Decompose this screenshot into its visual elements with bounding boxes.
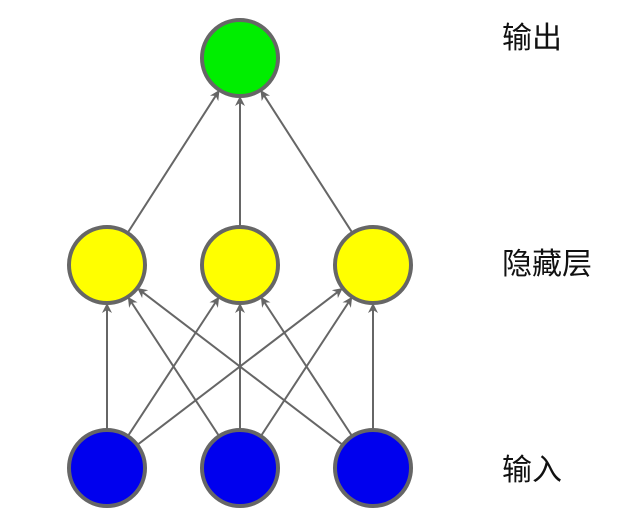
hidden-node-1 (67, 225, 147, 305)
hidden-node-2 (200, 225, 280, 305)
edge-hidden-3-to-output-1 (260, 89, 355, 236)
input-node-2 (200, 428, 280, 508)
edge-input-1-to-hidden-2 (125, 296, 220, 439)
output-layer-label: 输出 (502, 21, 562, 56)
edge-input-1-to-hidden-3 (135, 287, 343, 447)
input-layer-label: 输入 (502, 453, 562, 488)
nodes (67, 18, 413, 508)
output-node-1 (200, 18, 280, 98)
edge-input-3-to-hidden-2 (260, 296, 355, 439)
edge-hidden-1-to-output-1 (125, 89, 220, 236)
hidden-node-3 (333, 225, 413, 305)
edge-input-2-to-hidden-3 (258, 296, 353, 439)
hidden-layer-label: 隐藏层 (502, 247, 592, 282)
input-node-1 (67, 428, 147, 508)
connections (102, 89, 378, 447)
input-node-3 (333, 428, 413, 508)
edge-input-3-to-hidden-1 (137, 287, 345, 447)
edge-input-2-to-hidden-1 (127, 296, 222, 439)
